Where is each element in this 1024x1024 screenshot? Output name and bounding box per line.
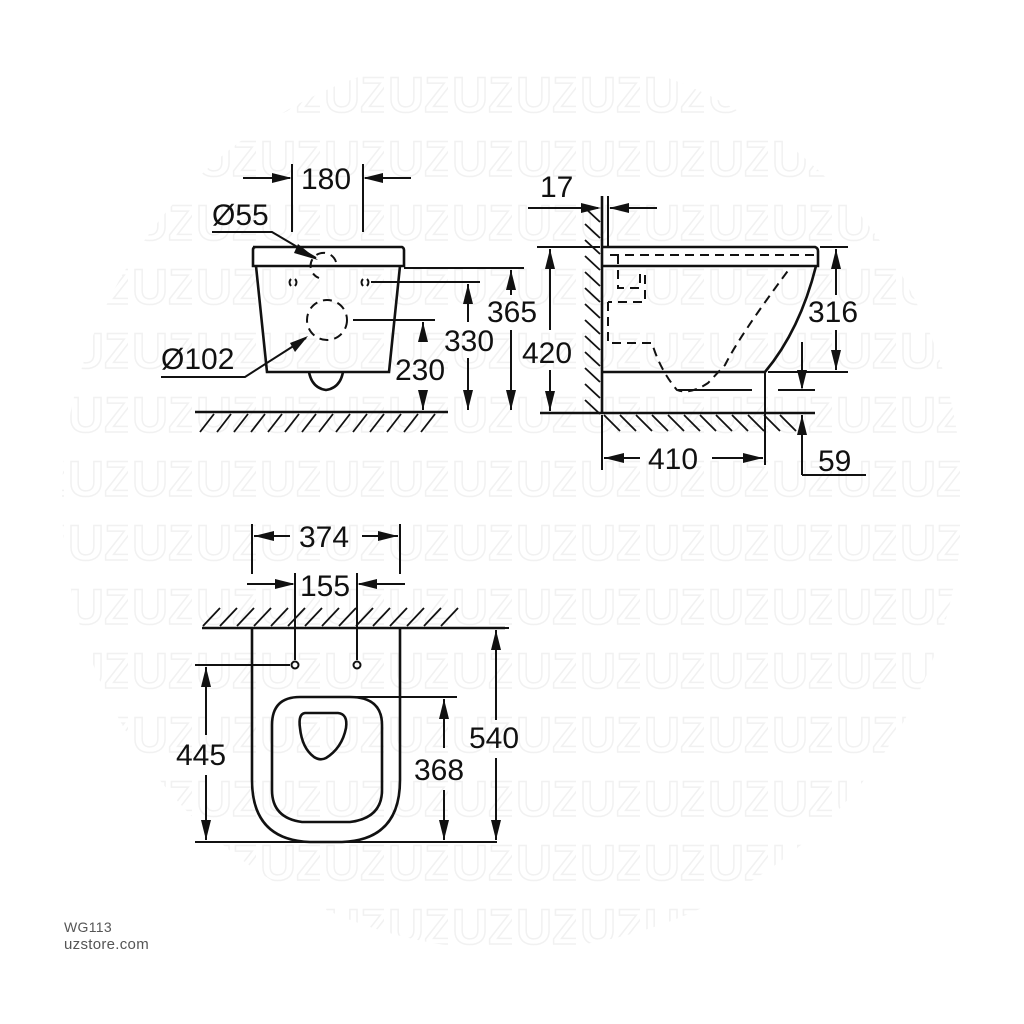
dim-total-length: 540 [469,722,519,755]
fixing-point-right [352,660,362,670]
floor-hatch [199,413,436,433]
seat-outline [270,695,384,824]
inlet-path [608,255,646,303]
side-bowl-profile [602,265,818,374]
bowl-opening [298,711,348,761]
dim-bottom-clearance: 59 [818,445,851,478]
dim-total-height: 420 [522,337,572,370]
dim-top-fixing-spacing: 155 [300,570,350,603]
fixing-hole-right [360,278,370,287]
top-wall-hatch [202,607,459,627]
dim-wall-gap: 17 [540,171,573,204]
dim-bowl-height: 316 [808,296,858,329]
dim-fixing-height: 330 [444,325,494,358]
dim-outlet-height: 230 [395,354,445,387]
brand-tag: WG113 uzstore.com [64,918,149,954]
dim-front-fixing-spacing: 180 [301,163,351,196]
dim-fixing-to-front: 445 [176,739,226,772]
side-view: 17 420 316 59 410 [522,171,866,478]
front-top-rim [251,245,406,268]
outlet-circle [306,299,348,341]
dim-seat-length: 368 [414,754,464,787]
wall-hatch [584,207,601,415]
inlet-circle [309,251,337,279]
top-view: 374 155 445 368 540 [176,521,519,844]
dim-top-width: 374 [299,521,349,554]
store-site: uzstore.com [64,936,149,953]
front-view: 180 Ø55 Ø102 230 330 365 [161,163,537,433]
dim-top-height: 365 [487,296,537,329]
dim-outlet-diameter: Ø102 [161,343,234,376]
model-code: WG113 [64,919,112,935]
fixing-hole-left [288,278,298,287]
top-outline [250,628,402,844]
front-outlet-bulge [307,371,345,392]
side-top-rim [602,245,820,268]
fixing-point-left [290,660,300,670]
dim-inlet-diameter: Ø55 [212,199,269,232]
dim-projection: 410 [648,443,698,476]
side-floor-hatch [603,414,797,432]
